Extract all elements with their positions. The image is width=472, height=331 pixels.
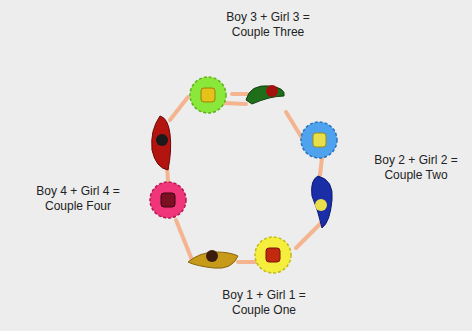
couple-three — [190, 77, 284, 113]
couple-label: Boy 3 + Girl 3 = Couple Three — [216, 10, 320, 40]
couple-label: Boy 1 + Girl 1 = Couple One — [212, 288, 316, 318]
couple-label: Boy 4 + Girl 4 = Couple Four — [26, 184, 130, 214]
couple-label: Boy 2 + Girl 2 = Couple Two — [364, 153, 468, 183]
couple-four — [150, 116, 186, 218]
couple-one — [188, 237, 291, 273]
couple-two — [301, 122, 337, 228]
